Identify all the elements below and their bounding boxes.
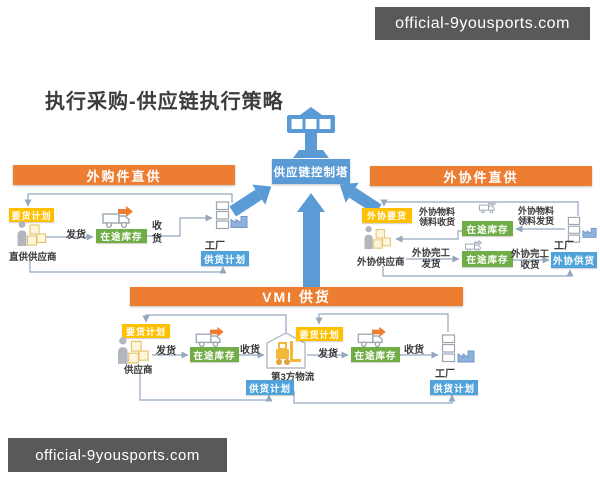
transit-stock-top-box: 在途库存 — [462, 221, 513, 236]
receive-1-label: 收货 — [240, 345, 260, 356]
third-party-logistics-icon — [266, 332, 306, 369]
truck-icon — [195, 326, 224, 347]
tower-label: 供应链控制塔 — [272, 159, 350, 184]
section-header-direct-purchase: 外购件直供 — [13, 165, 235, 185]
arrow-vmi-to-tower — [297, 193, 325, 289]
demand-plan-box: 要货计划 — [9, 208, 54, 222]
transit-1-box: 在途库存 — [190, 347, 239, 362]
third-party-logistics-label: 第3方物流 — [271, 372, 315, 383]
small-truck-icon — [479, 200, 497, 213]
page-title: 执行采购-供应链执行策略 — [45, 91, 284, 113]
factory-icon — [582, 227, 597, 238]
watermark-bottom: official-9yousports.com — [8, 438, 227, 472]
supplier-label: 直供供应商 — [9, 252, 57, 263]
factory-icon — [457, 350, 475, 363]
complete-ship-label: 外协完工 发货 — [411, 248, 450, 270]
section-header-vmi: VMI 供货 — [130, 287, 463, 306]
supply-plan-2-box: 供货计划 — [430, 380, 478, 395]
ship-1-label: 发货 — [156, 346, 176, 357]
supplier-icon — [364, 226, 391, 250]
ship-label: 发货 — [66, 230, 86, 241]
factory-label: 工厂 — [554, 241, 574, 252]
factory-label: 工厂 — [435, 369, 455, 380]
watermark-top: official-9yousports.com — [375, 7, 590, 40]
supplier-icon — [118, 337, 149, 364]
factory-label: 工厂 — [205, 241, 225, 252]
supply-plan-1-box: 供货计划 — [246, 380, 294, 395]
transit-stock-box: 在途库存 — [96, 229, 147, 243]
stacked-goods-icon — [215, 201, 230, 230]
demand-plan-2-box: 要货计划 — [296, 327, 343, 341]
supply-plan-box: 供货计划 — [201, 251, 249, 266]
outsourced-supplier-label: 外协供应商 — [357, 257, 405, 268]
transit-stock-bottom-box: 在途库存 — [462, 251, 513, 267]
vmi-supplier-label: 供应商 — [124, 365, 153, 376]
receive-label: 收货 — [152, 221, 162, 245]
section-header-outsourced: 外协件直供 — [370, 166, 592, 186]
complete-receive-label: 外协完工 收货 — [510, 249, 549, 271]
material-receive-label: 外协物料 领料收货 — [418, 207, 455, 228]
truck-icon — [102, 206, 133, 228]
stacked-goods-icon — [441, 334, 456, 363]
ship-2-label: 发货 — [318, 349, 338, 360]
control-tower-icon — [287, 107, 335, 158]
factory-icon — [230, 216, 248, 228]
material-ship-label: 外协物料 领料发货 — [517, 206, 554, 227]
transit-2-box: 在途库存 — [351, 347, 400, 362]
outsourced-demand-box: 外协要货 — [362, 208, 412, 223]
truck-icon — [357, 326, 386, 347]
outsourced-supply-box: 外协供货 — [551, 252, 597, 268]
supplier-icon — [17, 221, 46, 246]
receive-2-label: 收货 — [404, 345, 424, 356]
stacked-goods-icon — [567, 216, 581, 243]
demand-plan-1-box: 要货计划 — [122, 324, 170, 338]
